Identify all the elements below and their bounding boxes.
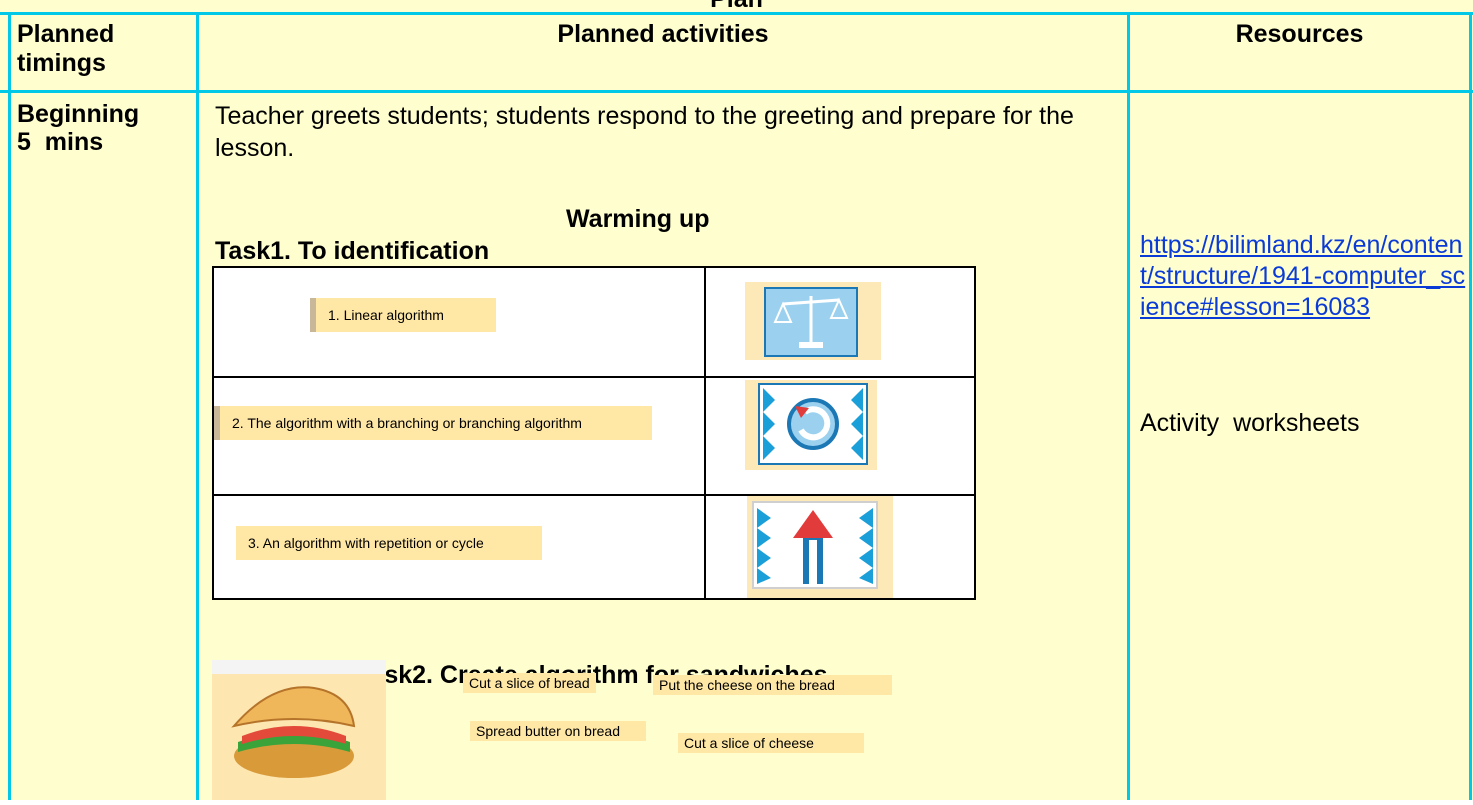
sandwich-icon — [231, 686, 356, 778]
warming-up-heading: Warming up — [566, 205, 710, 233]
grid-line — [1127, 12, 1130, 800]
grid-line — [8, 12, 11, 800]
cycle-arrow-icon — [745, 380, 877, 470]
task1-title: Task1. To identification — [215, 237, 490, 265]
grid-line — [0, 12, 1473, 15]
algorithm-label: 1. Linear algorithm — [310, 298, 496, 332]
sandwich-step: Spread butter on bread — [470, 721, 646, 741]
grid-line — [1469, 12, 1472, 800]
timing-cell: Beginning 5 mins — [17, 100, 139, 156]
header-planned-timings: Planned timings — [17, 20, 115, 77]
algorithm-label: 3. An algorithm with repetition or cycle — [236, 526, 542, 560]
identification-table: 1. Linear algorithm 2. The algorithm wit… — [212, 266, 976, 600]
grid-line — [196, 12, 199, 800]
greeting-text: Teacher greets students; students respon… — [215, 102, 1074, 162]
header-planned-activities: Planned activities — [557, 20, 769, 48]
table-divider — [214, 494, 974, 496]
algorithm-label: 2. The algorithm with a branching or bra… — [214, 406, 652, 440]
scales-icon — [745, 282, 881, 360]
table-divider — [704, 268, 706, 598]
grid-line — [0, 90, 1473, 93]
table-divider — [214, 376, 974, 378]
up-arrow-icon — [747, 496, 893, 598]
plan-title: Plan — [0, 0, 1473, 14]
timing-duration: 5 mins — [17, 128, 104, 156]
sandwich-picture — [212, 660, 386, 800]
activity-worksheets: Activity worksheets — [1140, 409, 1360, 437]
sandwich-step: Put the cheese on the bread — [653, 675, 892, 695]
timing-stage: Beginning — [17, 100, 140, 128]
header-resources: Resources — [1235, 20, 1364, 48]
bilimland-resource-link[interactable]: https://bilimland.kz/en/content/structur… — [1140, 231, 1466, 321]
sandwich-step: Cut a slice of cheese — [678, 733, 864, 753]
sandwich-step: Cut a slice of bread — [463, 673, 596, 693]
